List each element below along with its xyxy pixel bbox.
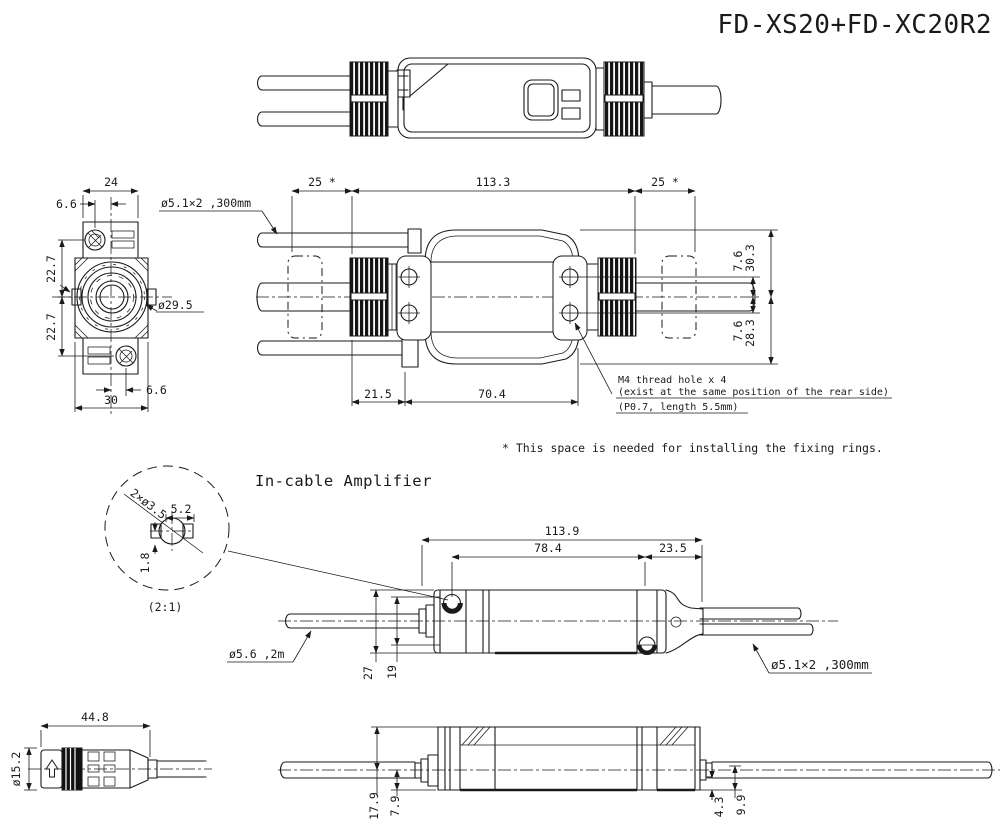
connector-diameter-dim: ø15.2: [9, 752, 23, 787]
amp-end-length-dim: 23.5: [659, 541, 687, 555]
bottom-screw: [115, 345, 137, 367]
section-heading: In-cable Amplifier: [255, 472, 432, 490]
lens-aperture: [99, 284, 125, 310]
amplifier-side-view: 113.9 78.4 23.5 27 19 ø5.6 ,2m: [227, 524, 872, 680]
height-top-dim: 30.3: [743, 244, 757, 272]
main-side-view: ø5.1×2 ,300mm 25: [159, 175, 892, 414]
amp-height-inner-dim: 19: [385, 665, 399, 679]
front-lens-dia-dim: ø29.5: [158, 298, 193, 312]
drawing-title: FD-XS20+FD-XC20R2: [717, 10, 992, 40]
hole-bottom-dim: 7.6: [731, 321, 745, 342]
footnote: * This space is needed for installing th…: [502, 441, 883, 455]
front-bottom-width-dim: 30: [104, 393, 118, 407]
amp-total-length-dim: 113.9: [545, 524, 580, 538]
space-left-dim: 25 *: [308, 175, 336, 189]
amp-cable-left-label: ø5.6 ,2m: [229, 647, 284, 661]
front-bottom-offset-dim: 6.6: [146, 383, 167, 397]
nut-to-flange-dim: 21.5: [364, 387, 392, 401]
front-top-offset-dim: 6.6: [56, 197, 77, 211]
m4-note-line1: M4 thread hole x 4: [618, 375, 726, 386]
detail-height-dim: 1.8: [138, 553, 152, 574]
orientation-arrow-icon: [45, 759, 59, 778]
amp-bottom-left-inner-dim: 7.9: [388, 796, 402, 817]
top-assembly-view: [256, 57, 722, 139]
m4-note-line2: (exist at the same position of the rear …: [618, 387, 889, 398]
amp-body-length-dim: 78.4: [534, 541, 562, 555]
front-top-width-dim: 24: [104, 175, 118, 189]
amp-body: [433, 589, 667, 654]
amp-bottom-left-outer-dim: 17.9: [367, 792, 381, 820]
display-window: [523, 79, 559, 121]
detail-width-dim: 5.2: [171, 502, 192, 516]
body-length-dim: 113.3: [476, 175, 511, 189]
amp-height-outer-dim: 27: [361, 666, 375, 680]
amp-bottom-body: [437, 726, 701, 791]
height-bottom-dim: 28.3: [743, 319, 757, 347]
amp-bottom-right-inner-dim: 4.3: [712, 797, 726, 818]
front-upper-height-dim: 22.7: [44, 255, 58, 283]
left-fixing-ring: [287, 255, 323, 339]
space-right-dim: 25 *: [651, 175, 679, 189]
detail-scale-label: (2:1): [148, 600, 183, 614]
connector-view: 44.8 ø15.2: [9, 710, 212, 791]
amplifier-bottom-view: 17.9 7.9 4.3 9.9: [278, 726, 1000, 820]
amp-cable-right-label: ø5.1×2 ,300mm: [771, 657, 869, 672]
connector-length-dim: 44.8: [81, 710, 109, 724]
connector-band: [61, 747, 83, 791]
amp-bottom-right-outer-dim: 9.9: [734, 795, 748, 816]
right-fixing-ring: [661, 255, 697, 339]
sensor-cable-label: ø5.1×2 ,300mm: [161, 196, 251, 210]
front-lower-height-dim: 22.7: [44, 313, 58, 341]
m4-note-line3: (P0.7, length 5.5mm): [618, 402, 738, 413]
flange-span-dim: 70.4: [478, 387, 506, 401]
detail-hole-label: 2×ø3.5: [128, 486, 170, 522]
hole-top-dim: 7.6: [731, 251, 745, 272]
front-view: 24 6.6 22.7 22.7 ø29.5 6.6 30: [44, 175, 204, 414]
detail-circle: [104, 465, 230, 591]
